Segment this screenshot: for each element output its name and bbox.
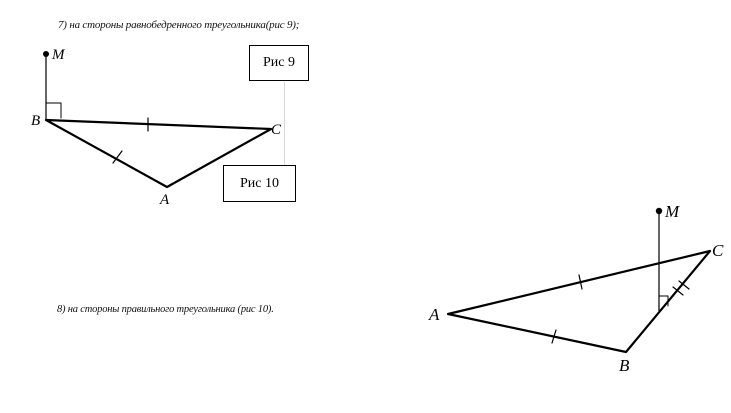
point-m-left	[43, 51, 49, 57]
label-b-right: B	[619, 356, 630, 375]
tick-mark-ab	[551, 329, 557, 344]
figure-10-label-box: Рис 10	[223, 165, 296, 202]
figure-isosceles-triangle	[44, 53, 273, 189]
triangle-abc	[44, 118, 273, 189]
caption-item-7: 7) на стороны равнобедренного треугольни…	[58, 19, 300, 31]
tick-mark-ba	[112, 150, 123, 164]
caption-item-8: 8) на стороны правильного треугольника (…	[57, 304, 274, 315]
label-m-right: M	[664, 202, 680, 221]
label-a-left: A	[159, 192, 170, 208]
tick-mark-cb-2	[678, 280, 690, 290]
tick-mark-ac	[578, 274, 583, 290]
figure-9-label-box: Рис 9	[249, 45, 309, 81]
label-a-right: A	[428, 305, 440, 324]
right-angle-mark	[45, 102, 62, 119]
divider-line	[284, 82, 285, 165]
label-c-right: C	[712, 241, 724, 260]
tick-mark-cb-1	[672, 286, 684, 296]
label-b-left: B	[31, 113, 40, 129]
point-m-right	[655, 207, 663, 215]
label-m-left: M	[51, 47, 66, 63]
triangle-abc-right	[446, 249, 712, 354]
figure-equilateral-triangle	[446, 210, 712, 354]
label-c-left: C	[271, 122, 282, 138]
